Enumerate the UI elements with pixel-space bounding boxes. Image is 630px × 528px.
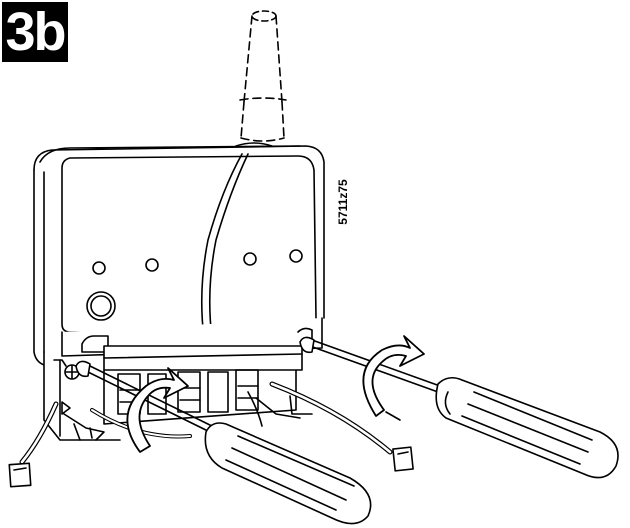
figure-code: 5711z75	[333, 172, 353, 232]
left-cable	[8, 401, 59, 488]
screwdriver-lower	[75, 360, 372, 525]
screwdriver-upper	[299, 336, 619, 479]
led-hole-3	[243, 252, 257, 266]
led-hole-4	[289, 249, 303, 263]
push-button	[86, 291, 116, 321]
led-hole-2	[145, 258, 159, 272]
figure-code-text: 5711z75	[336, 179, 350, 225]
step-badge: 3b	[2, 2, 68, 62]
antenna	[239, 10, 287, 142]
right-cable	[269, 381, 414, 472]
terminal-block	[43, 317, 323, 441]
led-hole-1	[92, 261, 106, 275]
rotation-arrow-left	[126, 367, 189, 453]
rotation-arrow-right	[362, 335, 425, 421]
